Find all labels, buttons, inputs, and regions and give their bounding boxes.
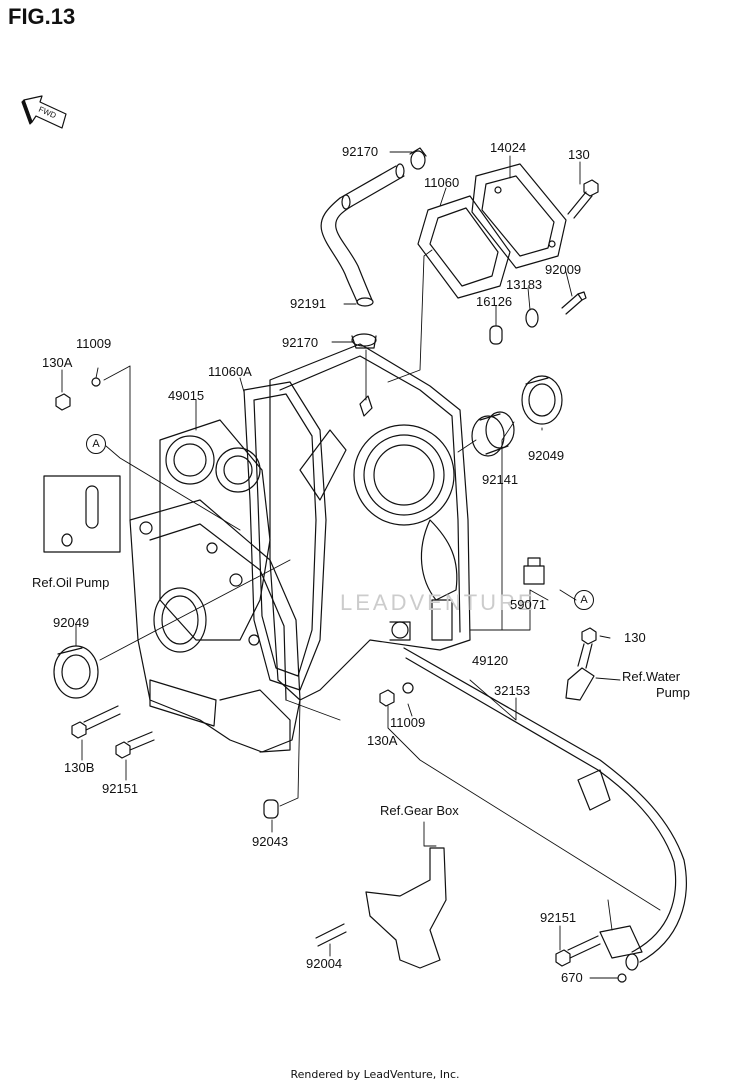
label-92191: 92191: [290, 296, 327, 311]
bearing-92141: [471, 411, 515, 457]
label-670: 670: [561, 970, 583, 985]
bolt-130A-right: [379, 689, 395, 707]
part-13183: [525, 308, 539, 328]
label-92151-left: 92151: [102, 781, 139, 796]
washer-11009-left: [91, 377, 101, 387]
label-92004: 92004: [306, 956, 343, 971]
reference-mark-a-right: A: [574, 590, 594, 610]
label-92151-bottom: 92151: [540, 910, 577, 925]
label-16126: 16126: [476, 294, 513, 309]
front-cover: [129, 499, 301, 753]
label-92170-lower: 92170: [282, 335, 319, 350]
crankcase-body: [269, 343, 471, 701]
label-11060A: 11060A: [208, 364, 252, 379]
label-130-right: 130: [624, 630, 646, 645]
label-130B: 130B: [64, 760, 95, 775]
stud-92004: [315, 923, 347, 947]
fwd-arrow-icon: [21, 95, 67, 129]
seal-92049-right: [521, 375, 563, 425]
label-59071: 59071: [510, 597, 547, 612]
bolt-130-top: [567, 179, 599, 219]
label-ref-water: Ref.Water: [622, 669, 681, 684]
leader-lines: [61, 151, 661, 979]
bracket-water-pump: [565, 667, 595, 701]
label-92049-left: 92049: [53, 615, 90, 630]
gasket-11060A: [243, 381, 327, 691]
label-130-top: 130: [568, 147, 590, 162]
clamp-92170-top: [409, 147, 427, 170]
label-11060: 11060: [424, 175, 460, 190]
label-ref-gear-box: Ref.Gear Box: [380, 803, 459, 818]
watermark: LEADVENTURE: [340, 590, 536, 615]
label-11009-right: 11009: [390, 715, 426, 730]
washer-11009-right: [402, 682, 414, 694]
cover-14024: [471, 163, 567, 269]
label-92170-top: 92170: [342, 144, 379, 159]
label-49120: 49120: [472, 653, 509, 668]
bolt-130A-left: [55, 393, 71, 411]
label-ref-water-pump: Pump: [656, 685, 690, 700]
seal-92049-left: [53, 645, 99, 699]
bolt-130B: [71, 705, 121, 739]
label-92009: 92009: [545, 262, 582, 277]
label-13183: 13183: [506, 277, 543, 292]
label-14024: 14024: [490, 140, 527, 155]
label-92141: 92141: [482, 472, 519, 487]
hose-92191: [320, 163, 405, 307]
bracket-gear-box: [365, 847, 447, 969]
bolt-92151-left: [115, 731, 155, 759]
label-130A-left: 130A: [42, 355, 73, 370]
ring-670: [617, 973, 627, 983]
ref-oil-pump-box: [43, 475, 121, 553]
dowel-92043: [263, 799, 279, 819]
gasket-11060: [417, 195, 511, 299]
figure-title: FIG.13: [8, 4, 76, 29]
bolt-92009: [561, 291, 587, 315]
bolt-92151-bottom: [555, 925, 643, 967]
dowel-16126: [489, 325, 503, 345]
label-ref-oil-pump: Ref.Oil Pump: [32, 575, 110, 590]
cover-49015: [159, 419, 271, 641]
footer-credit: Rendered by LeadVenture, Inc.: [290, 1068, 460, 1081]
label-32153: 32153: [494, 683, 531, 698]
label-11009-left: 11009: [76, 336, 112, 351]
bolt-130-right: [577, 627, 597, 669]
label-92049-right: 92049: [528, 448, 565, 463]
pipe-32153: [403, 647, 687, 971]
reference-mark-a-left: A: [86, 434, 106, 454]
label-130A-right: 130A: [367, 733, 398, 748]
label-92043: 92043: [252, 834, 289, 849]
fitting-59071: [523, 557, 545, 585]
label-49015: 49015: [168, 388, 205, 403]
